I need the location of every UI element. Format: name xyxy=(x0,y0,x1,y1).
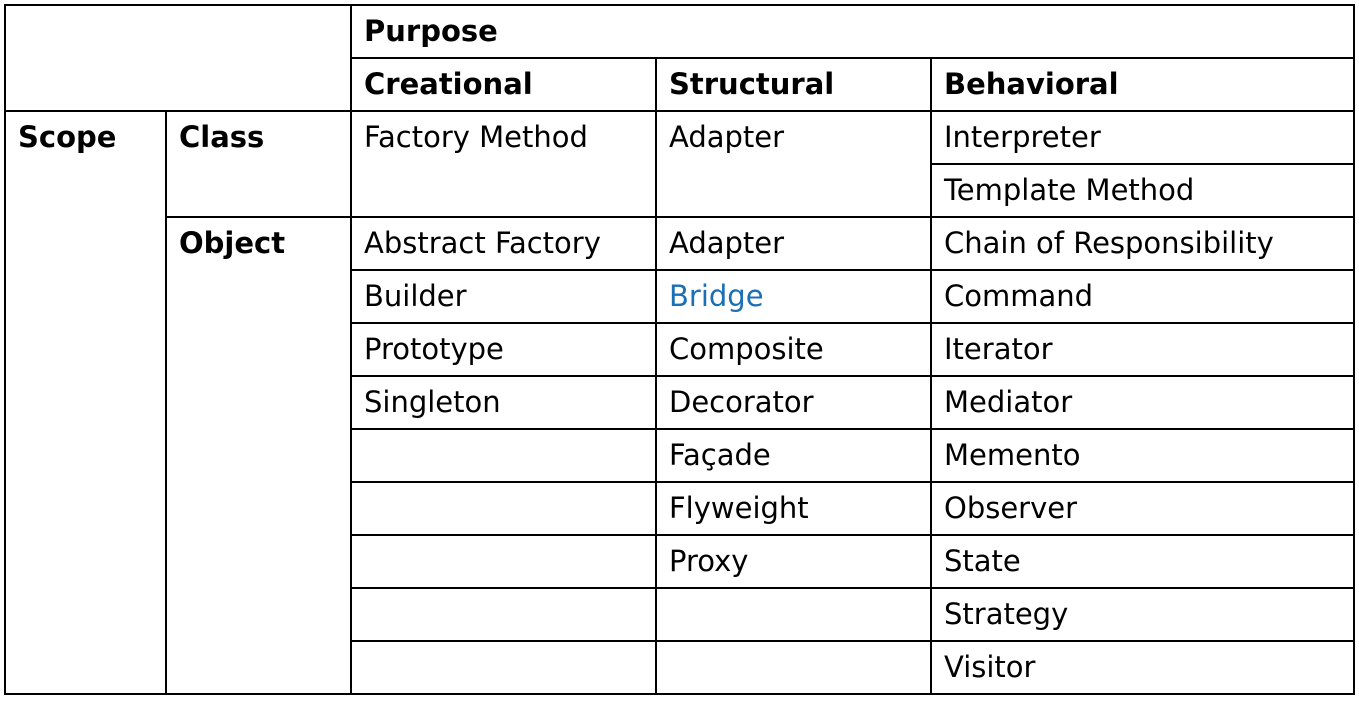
object-creational-cell: Prototype xyxy=(350,322,657,377)
object-behavioral-cell: Observer xyxy=(930,481,1355,536)
header-row-categories: Creational Structural Behavioral xyxy=(5,57,1355,112)
behavioral-header: Behavioral xyxy=(930,57,1355,112)
class-row-2: Template Method xyxy=(5,163,1355,218)
object-structural-cell: Flyweight xyxy=(655,481,932,536)
object-structural-cell: Proxy xyxy=(655,534,932,589)
object-creational-cell: Abstract Factory xyxy=(350,216,657,271)
class-creational-cell: Factory Method xyxy=(350,110,657,218)
purpose-header: Purpose xyxy=(350,4,1355,59)
object-row: Proxy State xyxy=(5,534,1355,589)
object-label: Object xyxy=(165,216,352,695)
object-creational-cell xyxy=(350,481,657,536)
object-row: Object Abstract Factory Adapter Chain of… xyxy=(5,216,1355,695)
object-structural-cell xyxy=(655,587,932,642)
design-patterns-table: Purpose Creational Structural Behavioral… xyxy=(4,4,1355,695)
object-behavioral-cell: Strategy xyxy=(930,587,1355,642)
creational-header: Creational xyxy=(350,57,657,112)
object-behavioral-cell: Command xyxy=(930,269,1355,324)
object-row: Builder Bridge Command xyxy=(5,269,1355,324)
object-row: Prototype Composite Iterator xyxy=(5,322,1355,377)
structural-header: Structural xyxy=(655,57,932,112)
object-row: Flyweight Observer xyxy=(5,481,1355,536)
object-behavioral-cell: Visitor xyxy=(930,640,1355,695)
object-row: Strategy xyxy=(5,587,1355,642)
class-behavioral-cell: Template Method xyxy=(930,163,1355,218)
object-creational-cell xyxy=(350,587,657,642)
header-row-purpose: Purpose xyxy=(4,4,1355,112)
class-label: Class xyxy=(165,110,352,218)
object-behavioral-cell: Iterator xyxy=(930,322,1355,377)
object-creational-cell: Builder xyxy=(350,269,657,324)
class-structural-cell: Adapter xyxy=(655,110,932,218)
object-behavioral-cell: Memento xyxy=(930,428,1355,483)
bridge-link[interactable]: Bridge xyxy=(655,269,932,324)
object-creational-cell xyxy=(350,428,657,483)
object-row: Visitor xyxy=(5,640,1355,695)
object-behavioral-cell: State xyxy=(930,534,1355,589)
object-structural-cell xyxy=(655,640,932,695)
object-row: Singleton Decorator Mediator xyxy=(5,375,1355,430)
scope-label: Scope xyxy=(4,110,167,695)
object-behavioral-cell: Mediator xyxy=(930,375,1355,430)
object-creational-cell: Singleton xyxy=(350,375,657,430)
object-creational-cell xyxy=(350,534,657,589)
class-row-1: Scope Class Factory Method Adapter Inter… xyxy=(4,110,1355,695)
object-structural-cell: Adapter xyxy=(655,216,932,271)
object-structural-cell: Decorator xyxy=(655,375,932,430)
object-structural-cell: Façade xyxy=(655,428,932,483)
corner-cell xyxy=(4,4,352,112)
object-structural-cell: Composite xyxy=(655,322,932,377)
object-creational-cell xyxy=(350,640,657,695)
class-behavioral-cell: Interpreter xyxy=(930,110,1355,165)
object-behavioral-cell: Chain of Responsibility xyxy=(930,216,1355,271)
object-row: Façade Memento xyxy=(5,428,1355,483)
